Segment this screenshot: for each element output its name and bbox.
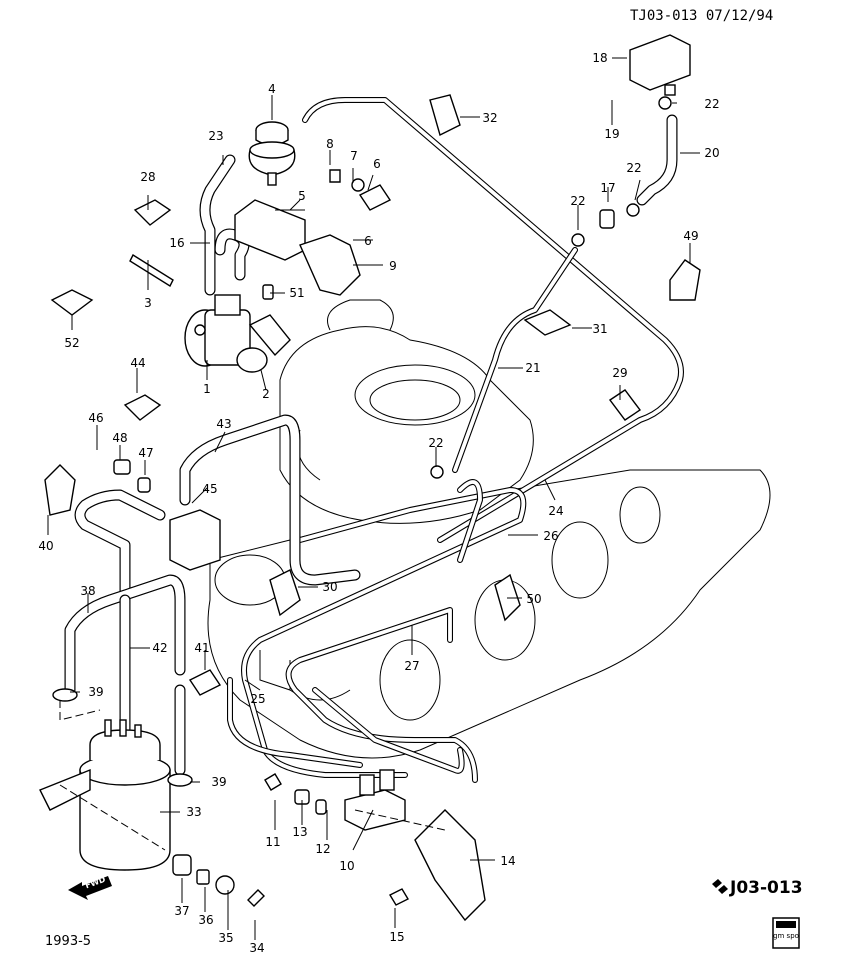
hoses bbox=[64, 114, 678, 776]
diagram-header-code: TJ03-013 07/12/94 bbox=[630, 8, 773, 24]
brand-logo-icon bbox=[712, 879, 728, 894]
part-label-2: 2 bbox=[262, 387, 270, 401]
part-label-1: 1 bbox=[203, 382, 211, 396]
part-label-39a: 39 bbox=[88, 685, 103, 699]
part-label-9: 9 bbox=[389, 259, 397, 273]
part-label-32: 32 bbox=[482, 111, 497, 125]
vsv-assembly bbox=[184, 294, 291, 367]
small-fittings bbox=[113, 96, 672, 907]
diagram-code-label: J03-013 bbox=[712, 878, 803, 898]
part-label-45: 45 bbox=[202, 482, 217, 496]
part-label-52: 52 bbox=[64, 336, 79, 350]
part-label-33: 33 bbox=[186, 805, 201, 819]
gm-spo-logo-text: gm spo bbox=[773, 932, 799, 940]
part-label-17: 17 bbox=[600, 181, 615, 195]
vacuum-lines-25-26-27 bbox=[227, 479, 527, 783]
fwd-arrow-icon: FWD bbox=[68, 875, 112, 900]
gm-spo-logo: gm spo bbox=[772, 917, 800, 949]
diagram-year-code: 1993-5 bbox=[45, 934, 91, 949]
part-label-42: 42 bbox=[152, 641, 167, 655]
brackets bbox=[234, 199, 361, 296]
part-label-51: 51 bbox=[289, 286, 304, 300]
part-label-31: 31 bbox=[592, 322, 607, 336]
diagram-code: J03-013 bbox=[729, 878, 803, 898]
part-label-7: 7 bbox=[350, 149, 358, 163]
part-label-27: 27 bbox=[404, 659, 419, 673]
part-label-37: 37 bbox=[174, 904, 189, 918]
part-label-19: 19 bbox=[604, 127, 619, 141]
valve-10 bbox=[344, 769, 406, 831]
part-label-5: 5 bbox=[298, 189, 306, 203]
part-label-24: 24 bbox=[548, 504, 563, 518]
part-label-22a: 22 bbox=[704, 97, 719, 111]
part-label-46: 46 bbox=[88, 411, 103, 425]
part-number-labels: 1 2 3 4 5 6 6 7 8 9 10 11 12 13 14 15 16… bbox=[38, 51, 719, 955]
part-label-40: 40 bbox=[38, 539, 53, 553]
part-label-22c: 22 bbox=[570, 194, 585, 208]
part-label-18: 18 bbox=[592, 51, 607, 65]
part-label-16: 16 bbox=[169, 236, 184, 250]
part-label-8: 8 bbox=[326, 137, 334, 151]
dashed-guides bbox=[59, 700, 446, 851]
part-label-11: 11 bbox=[265, 835, 280, 849]
part-label-4: 4 bbox=[268, 82, 276, 96]
bracket-14 bbox=[414, 809, 486, 922]
part-label-44: 44 bbox=[130, 356, 145, 370]
part-label-50: 50 bbox=[526, 592, 541, 606]
part-label-20: 20 bbox=[704, 146, 719, 160]
part-label-26: 26 bbox=[543, 529, 558, 543]
part-label-10: 10 bbox=[339, 859, 354, 873]
part-label-22d: 22 bbox=[428, 436, 443, 450]
valve-45 bbox=[169, 509, 221, 571]
part-label-49: 49 bbox=[683, 229, 698, 243]
part-label-14: 14 bbox=[500, 854, 515, 868]
part-label-36: 36 bbox=[198, 913, 213, 927]
part-label-3: 3 bbox=[144, 296, 152, 310]
solenoid-18 bbox=[629, 34, 691, 96]
part-label-15: 15 bbox=[389, 930, 404, 944]
part-label-29: 29 bbox=[612, 366, 627, 380]
part-label-12: 12 bbox=[315, 842, 330, 856]
part-label-43: 43 bbox=[216, 417, 231, 431]
part-label-38: 38 bbox=[80, 584, 95, 598]
part-label-30: 30 bbox=[322, 580, 337, 594]
part-label-6a: 6 bbox=[373, 157, 381, 171]
part-label-41: 41 bbox=[194, 641, 209, 655]
part-label-47: 47 bbox=[138, 446, 153, 460]
part-label-34: 34 bbox=[249, 941, 264, 955]
leader-lines bbox=[47, 57, 700, 940]
part-label-25: 25 bbox=[250, 692, 265, 706]
part-label-28: 28 bbox=[140, 170, 155, 184]
part-label-48: 48 bbox=[112, 431, 127, 445]
vacuum-line-21-24 bbox=[302, 97, 684, 543]
evap-canister bbox=[39, 719, 171, 871]
part-label-13: 13 bbox=[292, 825, 307, 839]
part-label-6b: 6 bbox=[364, 234, 372, 248]
clips bbox=[44, 94, 701, 787]
part-label-22b: 22 bbox=[626, 161, 641, 175]
part-label-35: 35 bbox=[218, 931, 233, 945]
part-label-23: 23 bbox=[208, 129, 223, 143]
part-label-39b: 39 bbox=[211, 775, 226, 789]
part-label-21: 21 bbox=[525, 361, 540, 375]
diaphragm-valve bbox=[248, 121, 296, 186]
